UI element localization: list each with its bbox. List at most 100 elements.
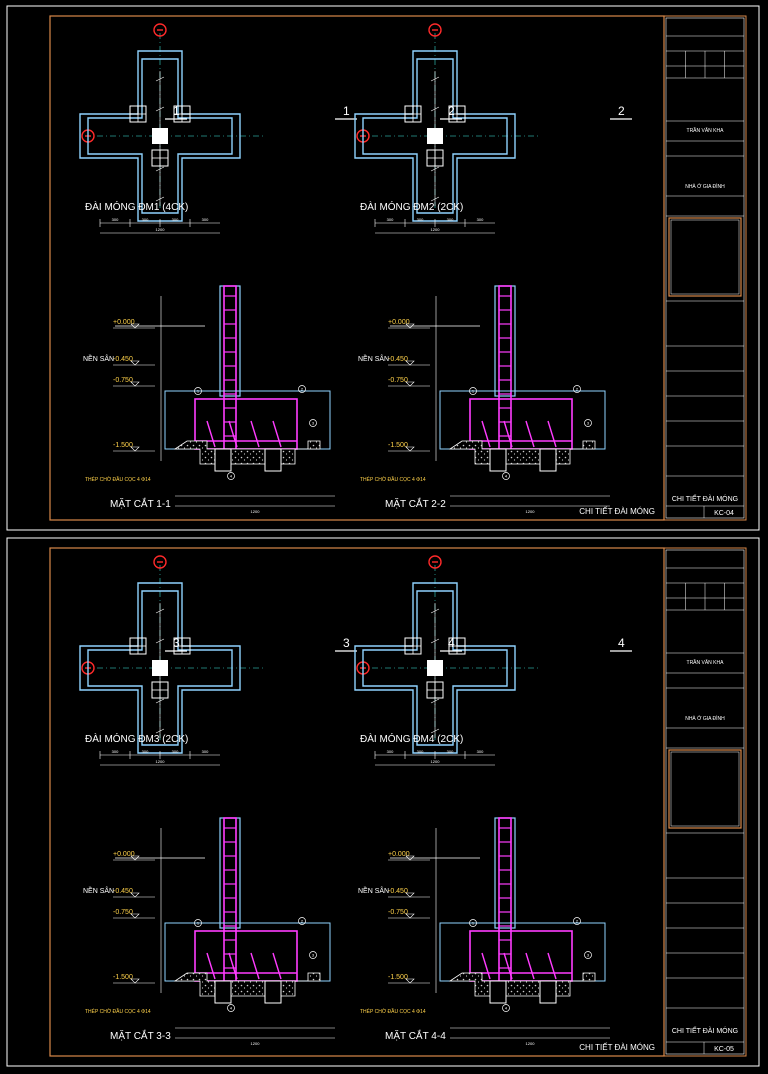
dim-tick: [430, 638, 440, 644]
designer-name: TRẦN VĂN KHA: [687, 127, 725, 134]
dim-total-text: 1200: [431, 759, 441, 764]
floor-label: NỀN SÂN: [83, 885, 114, 895]
dim-tick: [430, 668, 440, 674]
dim-tick: [155, 668, 165, 674]
cap-rebar-diagonal: [206, 420, 216, 448]
dim-text: 300: [112, 217, 119, 222]
dim-tick: [155, 106, 165, 112]
rebar-callout: [309, 951, 317, 959]
axis-bubble: [428, 23, 442, 37]
rebar-callout: [298, 917, 306, 925]
rebar-callout-number: 3: [312, 421, 315, 426]
gravel-bedding: [448, 440, 596, 465]
dim-text: 300: [172, 217, 179, 222]
rebar-callout: [194, 919, 202, 927]
cap-rebar-diagonal: [481, 952, 491, 980]
dim-total-text: 1200: [526, 1041, 536, 1046]
dim-tick: [430, 166, 440, 172]
dim-tick: [430, 608, 440, 614]
dim-text: 300: [387, 217, 394, 222]
rebar-callout-number: 2: [576, 387, 579, 392]
dim-tick: [155, 166, 165, 172]
dim-text: 300: [417, 217, 424, 222]
dim-text: 300: [172, 749, 179, 754]
level-marker: [405, 323, 415, 329]
rebar-callout: [584, 951, 592, 959]
dim-tick: [155, 638, 165, 644]
logo-box-inner: [670, 219, 740, 295]
plan-title: ĐÀI MÓNG ĐM4 (2CK): [360, 732, 463, 745]
level-label: -1.500: [388, 974, 408, 981]
project-name: NHÀ Ở GIA ĐÌNH: [685, 715, 725, 722]
axis-bubble: [153, 555, 167, 569]
dim-total-text: 1200: [251, 1041, 261, 1046]
axis-bubble: [428, 555, 442, 569]
level-label: +0.000: [388, 851, 410, 858]
pile-head: [214, 448, 232, 472]
dim-tick: [155, 698, 165, 704]
sheet-number: KC-05: [714, 1046, 734, 1053]
rebar-callout-number: 3: [587, 421, 590, 426]
dim-tick: [155, 136, 165, 142]
cap-rebar-diagonal: [525, 420, 535, 448]
cap-rebar-diagonal: [250, 420, 260, 448]
plan-title: ĐÀI MÓNG ĐM3 (2CK): [85, 732, 188, 745]
floor-label: NỀN SÂN: [358, 353, 389, 363]
dim-tick: [155, 608, 165, 614]
rebar-callout: [309, 419, 317, 427]
sheet-border: [6, 537, 760, 1067]
dim-text: 300: [447, 217, 454, 222]
project-name: NHÀ Ở GIA ĐÌNH: [685, 183, 725, 190]
sheet-number: KC-04: [714, 510, 734, 517]
title-block-frame: [663, 15, 747, 521]
rebar-callout-number: 2: [301, 919, 304, 924]
section-mark-right: 1: [343, 104, 350, 118]
pile-head: [489, 448, 507, 472]
cap-rebar-diagonal: [503, 420, 513, 448]
level-label: -0.450: [113, 888, 133, 895]
level-marker: [130, 360, 140, 366]
pile-cap-outline-inner: [87, 58, 233, 214]
dim-tick: [430, 728, 440, 734]
section-mark-right: 2: [618, 104, 625, 118]
rebar-callout: [469, 387, 477, 395]
level-marker: [130, 978, 140, 984]
dim-tick: [430, 698, 440, 704]
dim-text: 300: [477, 217, 484, 222]
dim-text: 300: [387, 749, 394, 754]
plan-title: ĐÀI MÓNG ĐM2 (2CK): [360, 200, 463, 213]
rebar-callout-number: 2: [301, 387, 304, 392]
dim-total-text: 1200: [251, 509, 261, 514]
pile-dowel-note: THÉP CHỜ ĐẦU CỌC 4 Φ14: [85, 1008, 151, 1015]
logo-box: [668, 217, 742, 297]
gravel-bedding: [173, 972, 321, 997]
level-marker: [405, 381, 415, 387]
section-mark-left: 3: [173, 636, 180, 650]
level-label: -0.750: [388, 909, 408, 916]
dim-text: 300: [202, 217, 209, 222]
pile-head: [539, 448, 557, 472]
level-label: -0.750: [113, 909, 133, 916]
rebar-callout: [469, 919, 477, 927]
title-block-inner: [665, 549, 745, 1055]
rebar-callout-number: 4: [230, 474, 233, 479]
logo-box: [668, 749, 742, 829]
dim-total-text: 1200: [526, 509, 536, 514]
section-mark-left: 1: [173, 104, 180, 118]
level-label: +0.000: [388, 319, 410, 326]
dim-total-text: 1200: [431, 227, 441, 232]
level-label: -0.450: [113, 356, 133, 363]
rebar-callout-number: 4: [505, 474, 508, 479]
logo-box-inner: [670, 751, 740, 827]
designer-name: TRẦN VĂN KHA: [687, 659, 725, 666]
dim-tick: [430, 196, 440, 202]
rebar-callout-number: 4: [505, 1006, 508, 1011]
level-label: +0.000: [113, 851, 135, 858]
cap-rebar-diagonal: [272, 952, 282, 980]
title-block-frame: [663, 547, 747, 1057]
section-title: MẶT CẮT 2-2: [385, 497, 446, 510]
rebar-callout: [227, 1004, 235, 1012]
level-marker: [405, 446, 415, 452]
dim-total-text: 1200: [156, 227, 166, 232]
